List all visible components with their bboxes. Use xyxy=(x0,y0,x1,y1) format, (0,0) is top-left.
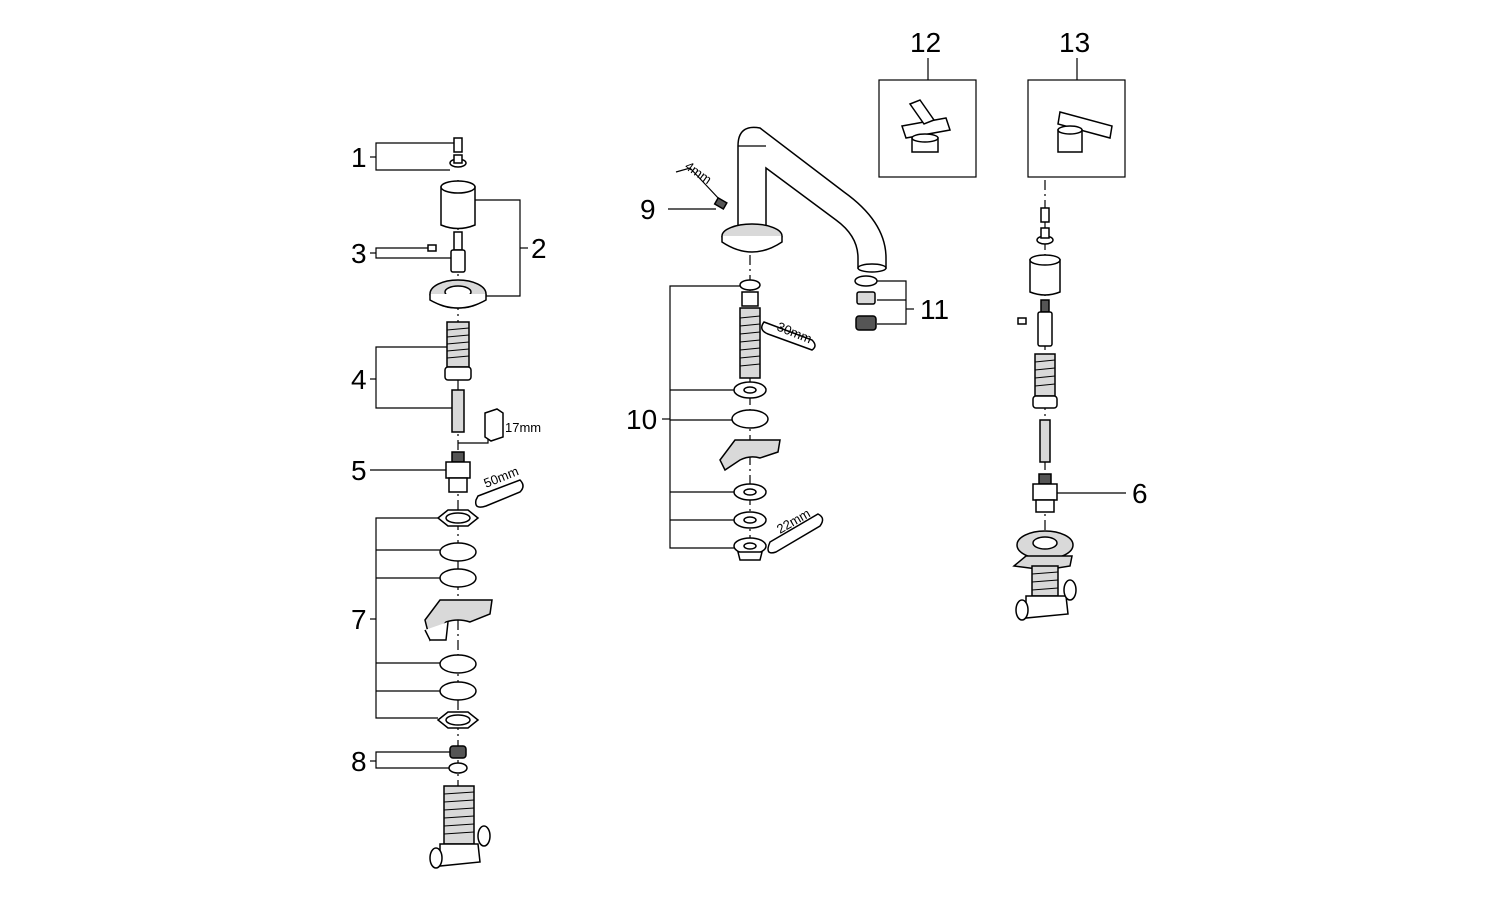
callout-11: 11 xyxy=(920,294,949,325)
dim-17mm: 17mm xyxy=(505,420,541,435)
hex-socket-17mm: 17mm xyxy=(458,408,541,444)
callout-1: 1 xyxy=(351,142,367,173)
dim-4mm: 4mm xyxy=(682,158,714,187)
part-11-aerator xyxy=(854,275,878,331)
spout-assembly: 4mm 9 11 xyxy=(626,126,949,561)
part-8-nut-washer xyxy=(448,745,468,774)
callout-9: 9 xyxy=(640,194,656,225)
callout-7: 7 xyxy=(351,604,367,635)
callout-3: 3 xyxy=(351,238,367,269)
left-valve-assembly: 17mm 50mm xyxy=(351,137,547,869)
wrench-22mm: 22mm xyxy=(767,506,824,554)
part-1-screw-and-cap xyxy=(449,137,467,168)
part-10-mounting-kit xyxy=(719,279,781,561)
callout-2: 2 xyxy=(531,233,547,264)
part-9-hex-key: 4mm xyxy=(675,158,728,210)
part-6-cartridge xyxy=(1032,473,1058,513)
handle-option-12: 12 xyxy=(878,27,977,178)
part-5-cartridge xyxy=(445,451,471,493)
left-valve-body xyxy=(429,785,491,869)
wrench-30mm: 30mm xyxy=(761,319,816,351)
part-4-extension xyxy=(444,321,472,433)
part-2-flange xyxy=(429,279,487,309)
handle-option-13: 13 xyxy=(1027,27,1126,178)
callout-6: 6 xyxy=(1132,478,1148,509)
callout-5: 5 xyxy=(351,455,367,486)
callout-10: 10 xyxy=(626,404,657,435)
right-valve-assembly: 6 xyxy=(1012,180,1148,621)
part-7-nut-washers xyxy=(424,509,493,729)
callout-4: 4 xyxy=(351,364,367,395)
part-2-handle-sleeve xyxy=(440,180,476,230)
part-3-spindle xyxy=(427,231,466,273)
callout-8: 8 xyxy=(351,746,367,777)
callout-13: 13 xyxy=(1059,27,1090,58)
wrench-50mm: 50mm xyxy=(474,463,524,508)
callout-12: 12 xyxy=(910,27,941,58)
